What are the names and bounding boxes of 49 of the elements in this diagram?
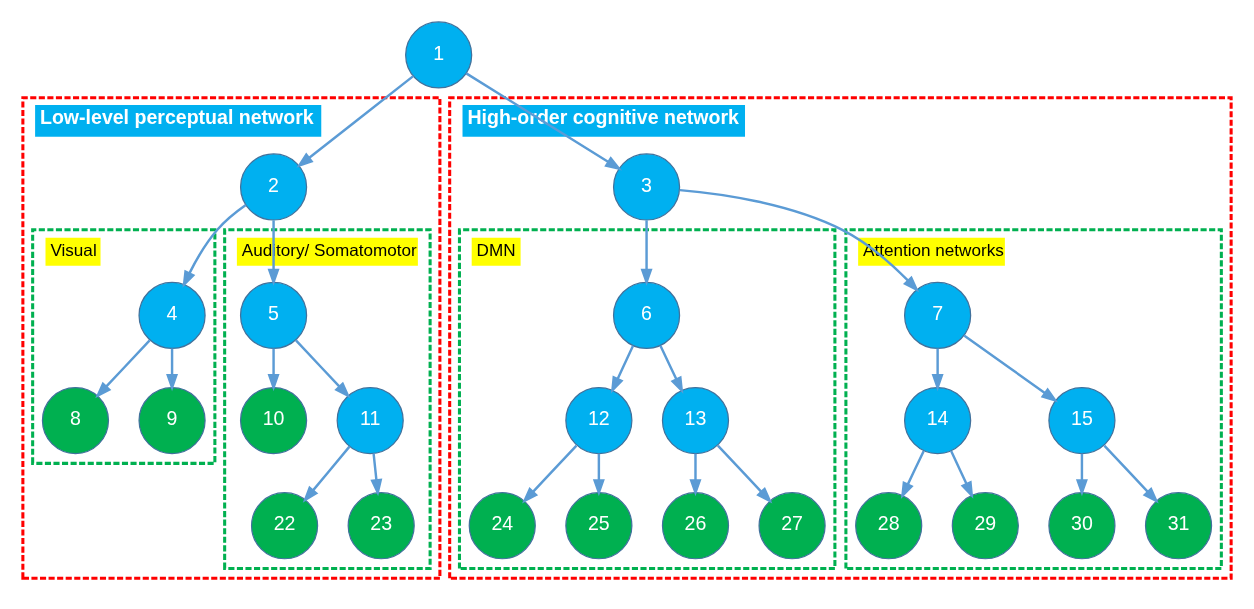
arrow	[522, 444, 578, 503]
arrow	[610, 344, 635, 393]
node-circle: 28	[855, 491, 923, 559]
arrow	[95, 339, 151, 398]
node-circle: 14	[904, 386, 972, 454]
arrow	[295, 339, 351, 398]
arrow	[689, 453, 702, 496]
arrow	[182, 203, 247, 288]
arrow	[267, 219, 280, 286]
node-circle: 30	[1048, 491, 1116, 559]
arrow	[679, 188, 920, 292]
node-circle: 26	[661, 491, 730, 559]
node-circle: 2	[239, 152, 308, 221]
arrow	[267, 348, 280, 391]
node-circle: 25	[565, 491, 633, 559]
arrow	[1075, 453, 1088, 496]
node-circle: 5	[239, 281, 308, 349]
node-circle: 9	[138, 386, 206, 454]
arrow	[592, 453, 605, 496]
node-circle: 27	[758, 491, 826, 559]
node-circle: 4	[138, 281, 206, 349]
arrow	[950, 449, 974, 499]
arrow	[465, 71, 622, 170]
node-circle: 23	[347, 491, 415, 559]
node-circle: 7	[904, 281, 972, 349]
arrow	[717, 444, 773, 503]
node-circle: 13	[661, 386, 730, 454]
node-circle: 3	[612, 152, 681, 221]
node-circle: 6	[612, 281, 681, 349]
node-circle: 11	[336, 386, 404, 454]
node-circle: 10	[239, 386, 308, 454]
node-circle: 29	[951, 491, 1019, 559]
arrow	[640, 219, 653, 286]
arrow	[296, 74, 414, 168]
arrow	[659, 344, 684, 394]
node-circle: 1	[405, 20, 473, 89]
arrow	[166, 348, 179, 391]
node-circle: 31	[1144, 491, 1213, 559]
node-circle: 24	[468, 491, 536, 559]
arrow	[370, 453, 383, 496]
arrow	[900, 449, 925, 499]
arrow	[302, 445, 351, 503]
node-circle: 22	[250, 491, 319, 559]
arrow	[1103, 444, 1159, 503]
arrow	[931, 348, 944, 391]
node-circle: 12	[565, 386, 633, 454]
node-circle: 15	[1048, 386, 1116, 454]
node-circle: 8	[41, 386, 110, 454]
arrow	[963, 333, 1059, 402]
